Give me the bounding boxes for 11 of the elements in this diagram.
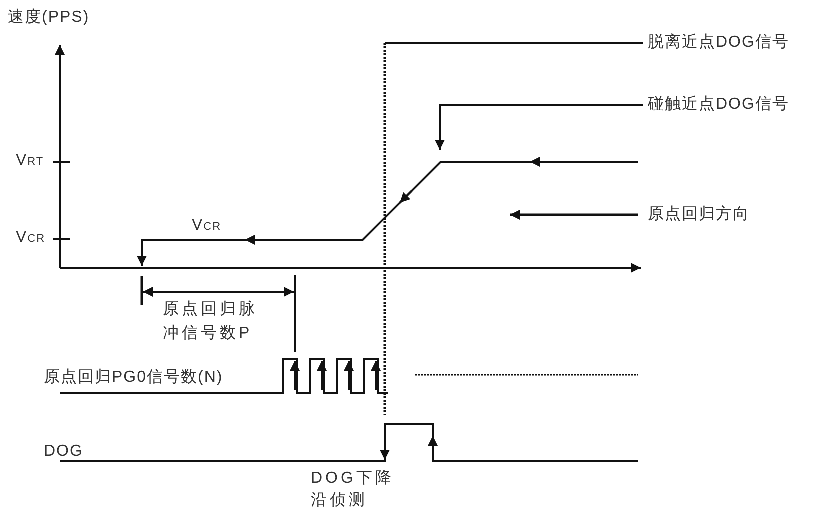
signal-label: 脱离近点DOG信号 [648, 33, 790, 53]
signal-label: DOG下降沿侦测 [311, 469, 396, 509]
signal-label: DOG [44, 442, 84, 462]
leader-line [385, 42, 643, 44]
direction-label: 原点回归方向 [648, 205, 750, 225]
dimension-label: 原点回归脉冲信号数P [163, 300, 259, 344]
leader-line [435, 104, 643, 150]
signal-label: 碰触近点DOG信号 [648, 95, 790, 115]
signal-label: 原点回归PG0信号数(N) [44, 368, 224, 388]
velocity-profile-line [141, 161, 638, 252]
axis-title: 速度(PPS) [8, 8, 90, 28]
